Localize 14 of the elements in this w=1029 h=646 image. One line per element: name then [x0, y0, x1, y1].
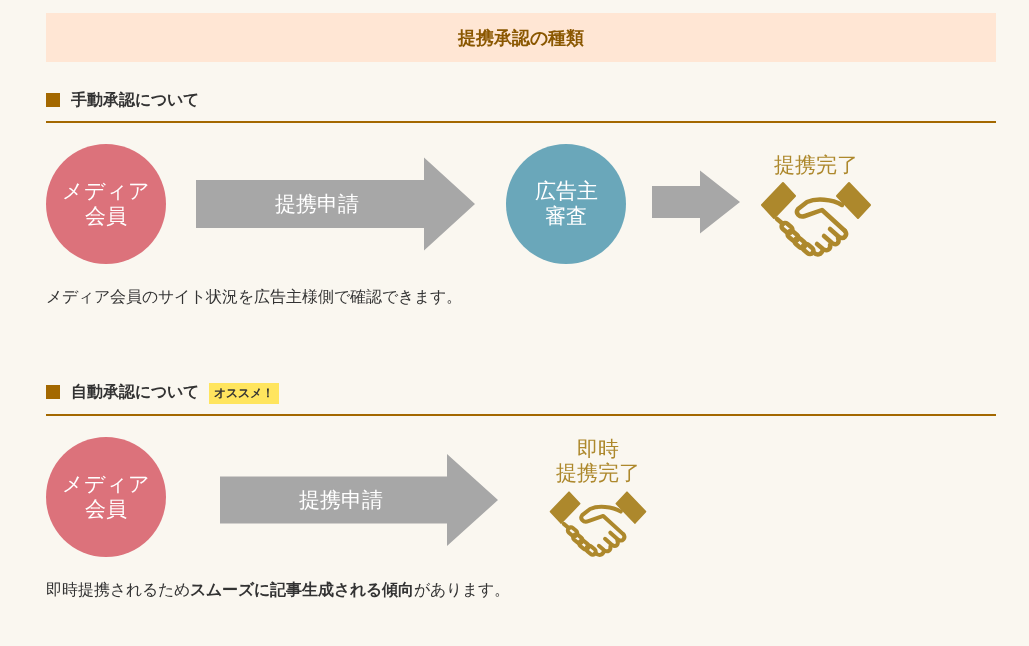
step-circle: メディア会員 [46, 437, 166, 557]
step-circle: 広告主審査 [506, 144, 626, 264]
title-band: 提携承認の種類 [46, 13, 996, 62]
badge: オススメ！ [209, 383, 279, 404]
edge-label: 提携申請 [273, 191, 361, 217]
note-text: 即時提携されるためスムーズに記事生成される傾向があります。 [46, 580, 510, 600]
edge-label: 提携申請 [296, 487, 385, 513]
note-text: メディア会員のサイト状況を広告主様側で確認できます。 [46, 287, 462, 307]
section-heading: 手動承認について [71, 90, 199, 110]
section-heading: 自動承認について [71, 382, 199, 402]
block-arrow [652, 170, 740, 234]
status-text: 提携完了 [773, 152, 859, 177]
status-text: 即時提携完了 [555, 436, 641, 485]
step-circle: メディア会員 [46, 144, 166, 264]
